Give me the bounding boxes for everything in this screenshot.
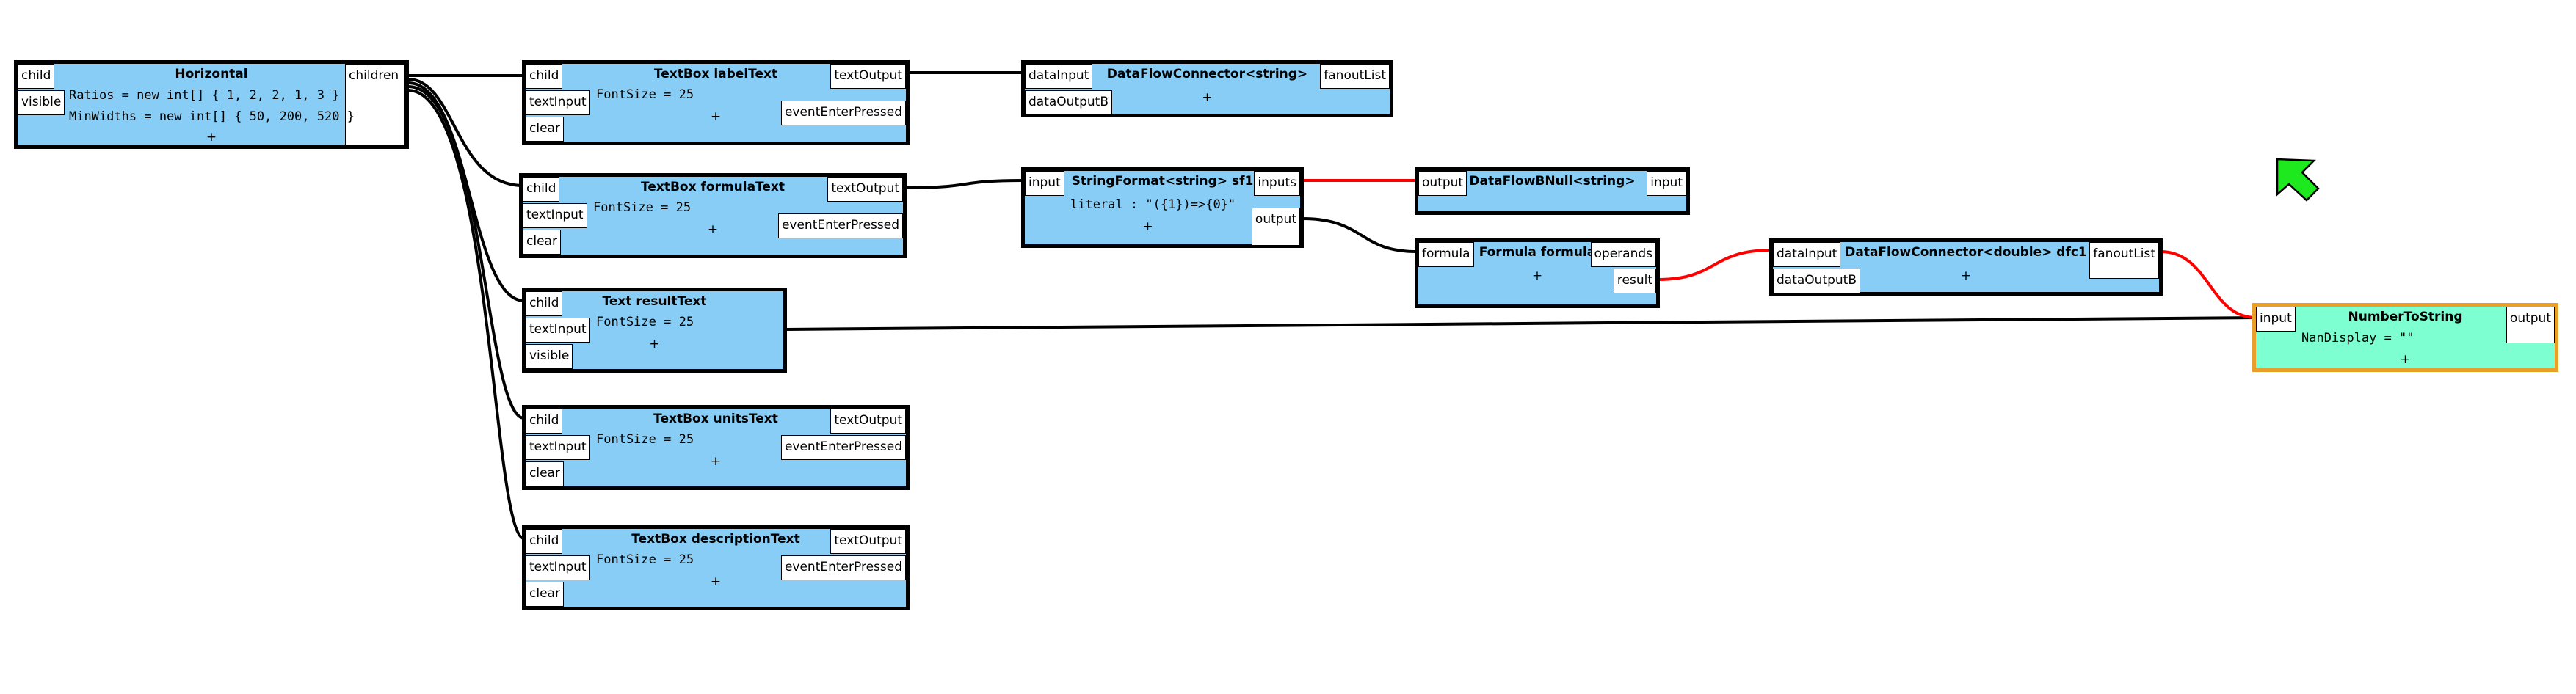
node-title: TextBox unitsText	[653, 412, 778, 426]
add-property-button[interactable]: +	[1960, 269, 1972, 283]
wire-children-unitstext	[407, 85, 525, 420]
textbox-unitstext-node[interactable]: TextBox unitsText child textInput clear …	[522, 405, 910, 490]
port-clear[interactable]: clear	[523, 230, 561, 255]
arrow-cursor-icon	[2276, 158, 2320, 202]
add-property-button[interactable]: +	[1531, 269, 1543, 283]
port-fanoutlist[interactable]: fanoutList	[1320, 64, 1390, 89]
node-title: Formula formula	[1479, 245, 1596, 260]
port-dataoutputb[interactable]: dataOutputB	[1025, 90, 1113, 115]
node-title: DataFlowBNull<string>	[1469, 174, 1636, 189]
port-evententerpressed[interactable]: eventEnterPressed	[780, 555, 906, 580]
port-child[interactable]: child	[526, 529, 563, 554]
numbertostring-node[interactable]: NumberToString input output NanDisplay =…	[2252, 303, 2558, 372]
text-resulttext-node[interactable]: Text resultText child textInput visible …	[522, 288, 787, 373]
port-visible[interactable]: visible	[526, 344, 573, 369]
wire-sf-formula	[1301, 217, 1418, 253]
node-title: DataFlowConnector<string>	[1106, 67, 1308, 81]
add-property-button[interactable]: +	[1202, 90, 1213, 105]
port-child[interactable]: child	[526, 291, 563, 316]
add-property-button[interactable]: +	[710, 109, 722, 124]
port-clear[interactable]: clear	[526, 117, 564, 142]
node-title: Horizontal	[175, 67, 248, 81]
stringformat-sf1-node[interactable]: StringFormat<string> sf1 input inputs ou…	[1021, 167, 1304, 248]
port-formula[interactable]: formula	[1418, 242, 1474, 267]
node-title: DataFlowConnector<double> dfc1	[1845, 245, 2087, 260]
prop-nandisplay: NanDisplay = ""	[2301, 331, 2414, 346]
port-inputs[interactable]: inputs	[1254, 171, 1300, 196]
horizontal-node[interactable]: Horizontal child visible children Ratios…	[14, 60, 409, 149]
port-textoutput[interactable]: textOutput	[830, 64, 906, 89]
formula-node[interactable]: Formula formula formula operands result …	[1415, 238, 1660, 308]
prop-fontsize: FontSize = 25	[596, 552, 694, 567]
node-title: StringFormat<string> sf1	[1071, 174, 1254, 189]
prop-minwidths: MinWidths = new int[] { 50, 200, 520 }	[69, 109, 355, 124]
add-property-button[interactable]: +	[649, 337, 660, 351]
node-title: TextBox labelText	[653, 67, 778, 81]
dataflowconnector-string-node[interactable]: DataFlowConnector<string> dataInput data…	[1021, 60, 1393, 117]
port-visible[interactable]: visible	[18, 90, 65, 115]
port-child[interactable]: child	[526, 409, 563, 434]
port-textinput[interactable]: textInput	[523, 203, 587, 228]
node-title: Text resultText	[602, 294, 707, 309]
port-children[interactable]: children	[345, 64, 405, 146]
port-input[interactable]: input	[1025, 171, 1064, 196]
prop-fontsize: FontSize = 25	[596, 432, 694, 447]
port-datainput[interactable]: dataInput	[1025, 64, 1093, 89]
prop-ratios: Ratios = new int[] { 1, 2, 2, 1, 3 }	[69, 88, 340, 103]
node-title: NumberToString	[2348, 310, 2463, 324]
add-property-button[interactable]: +	[710, 574, 722, 589]
wire-formula-dfc	[1657, 249, 1772, 281]
node-title: TextBox formulaText	[640, 180, 785, 194]
port-operands[interactable]: operands	[1590, 242, 1656, 267]
port-child[interactable]: child	[18, 64, 55, 89]
port-input[interactable]: input	[1647, 171, 1686, 196]
port-output[interactable]: output	[1251, 208, 1300, 246]
port-textinput[interactable]: textInput	[526, 90, 590, 115]
port-child[interactable]: child	[526, 64, 563, 89]
port-evententerpressed[interactable]: eventEnterPressed	[780, 101, 906, 125]
textbox-formulatext-node[interactable]: TextBox formulaText child textInput clea…	[519, 173, 907, 258]
port-textinput[interactable]: textInput	[526, 435, 590, 460]
textbox-descriptiontext-node[interactable]: TextBox descriptionText child textInput …	[522, 525, 910, 610]
port-output[interactable]: output	[1418, 171, 1467, 196]
prop-literal: literal : "({1})=>{0}"	[1070, 197, 1236, 212]
port-output[interactable]: output	[2506, 307, 2555, 343]
port-input[interactable]: input	[2256, 307, 2296, 332]
wire-resulttext-numbertostring	[785, 316, 2257, 331]
prop-fontsize: FontSize = 25	[593, 200, 692, 215]
port-child[interactable]: child	[523, 177, 560, 202]
wire-children-descriptiontext	[407, 89, 525, 540]
add-property-button[interactable]: +	[206, 130, 217, 145]
add-property-button[interactable]: +	[707, 222, 719, 237]
add-property-button[interactable]: +	[1142, 219, 1153, 234]
node-title: TextBox descriptionText	[631, 532, 800, 547]
textbox-labeltext-node[interactable]: TextBox labelText child textInput clear …	[522, 60, 910, 145]
dataflowbnull-string-node[interactable]: DataFlowBNull<string> output input	[1415, 167, 1690, 215]
add-property-button[interactable]: +	[2400, 352, 2411, 367]
wire-dfc-numbertostring	[2160, 250, 2257, 319]
wire-children-formulatext	[407, 78, 523, 187]
wire-formulatext-sf	[904, 179, 1024, 189]
port-evententerpressed[interactable]: eventEnterPressed	[780, 435, 906, 460]
port-textoutput[interactable]: textOutput	[830, 529, 906, 554]
prop-fontsize: FontSize = 25	[596, 315, 694, 329]
port-textoutput[interactable]: textOutput	[827, 177, 903, 202]
port-fanoutlist[interactable]: fanoutList	[2089, 242, 2159, 279]
dataflowconnector-double-dfc1-node[interactable]: DataFlowConnector<double> dfc1 dataInput…	[1769, 238, 2163, 296]
port-textinput[interactable]: textInput	[526, 318, 590, 343]
port-evententerpressed[interactable]: eventEnterPressed	[777, 213, 903, 238]
port-dataoutputb[interactable]: dataOutputB	[1773, 269, 1861, 293]
port-textoutput[interactable]: textOutput	[830, 409, 906, 434]
port-datainput[interactable]: dataInput	[1773, 242, 1841, 267]
prop-fontsize: FontSize = 25	[596, 87, 694, 102]
port-clear[interactable]: clear	[526, 461, 564, 486]
port-result[interactable]: result	[1613, 269, 1656, 293]
port-clear[interactable]: clear	[526, 582, 564, 607]
add-property-button[interactable]: +	[710, 454, 722, 469]
port-textinput[interactable]: textInput	[526, 555, 590, 580]
